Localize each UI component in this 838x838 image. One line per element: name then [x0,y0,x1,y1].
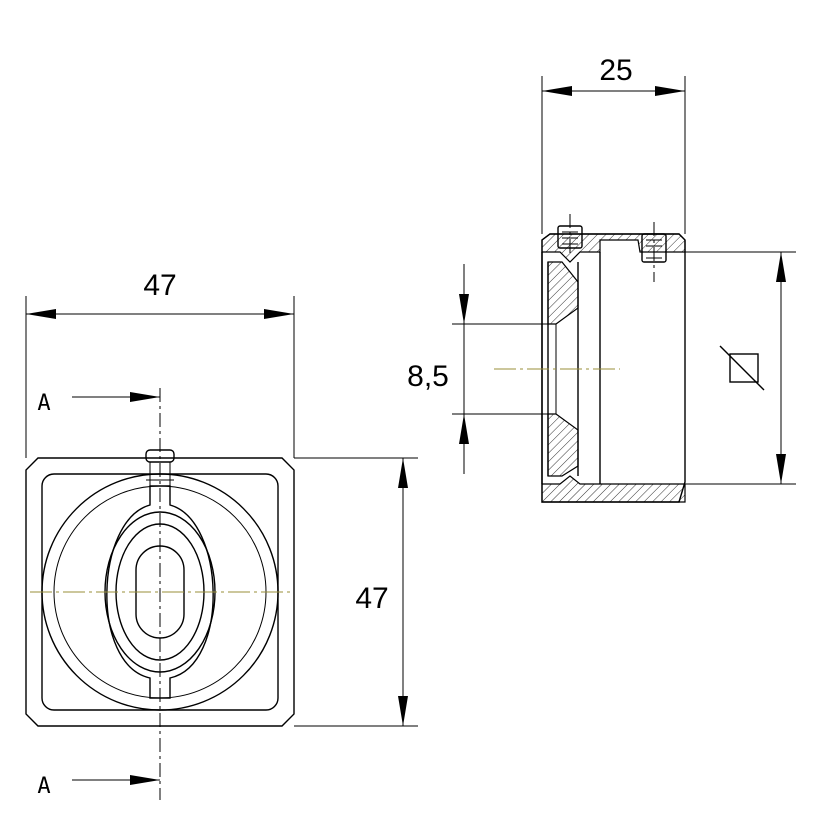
section-label-top: A [37,391,50,416]
dimension-side-depth-label: 25 [599,54,632,87]
side-bottom-wall-section [541,475,686,503]
section-marker-top: A [37,391,160,416]
side-flange-lower [547,413,579,477]
side-view [494,214,686,503]
dimension-front-height: 47 [294,457,418,727]
side-top-wall-section [541,233,686,263]
square-symbol-icon [719,345,765,391]
front-outer-square [25,457,295,727]
dimension-front-width: 47 [25,269,295,458]
dimension-side-depth: 25 [541,54,686,234]
section-label-bottom: A [37,774,50,799]
dimension-bore: 8,5 [407,264,556,474]
dimension-front-height-label: 47 [355,582,388,615]
front-view [25,388,295,800]
dimension-side-square [685,251,796,485]
dimension-front-width-label: 47 [143,269,176,302]
side-flange-upper [547,261,579,325]
dimension-bore-label: 8,5 [407,360,449,393]
section-marker-bottom: A [37,774,160,799]
